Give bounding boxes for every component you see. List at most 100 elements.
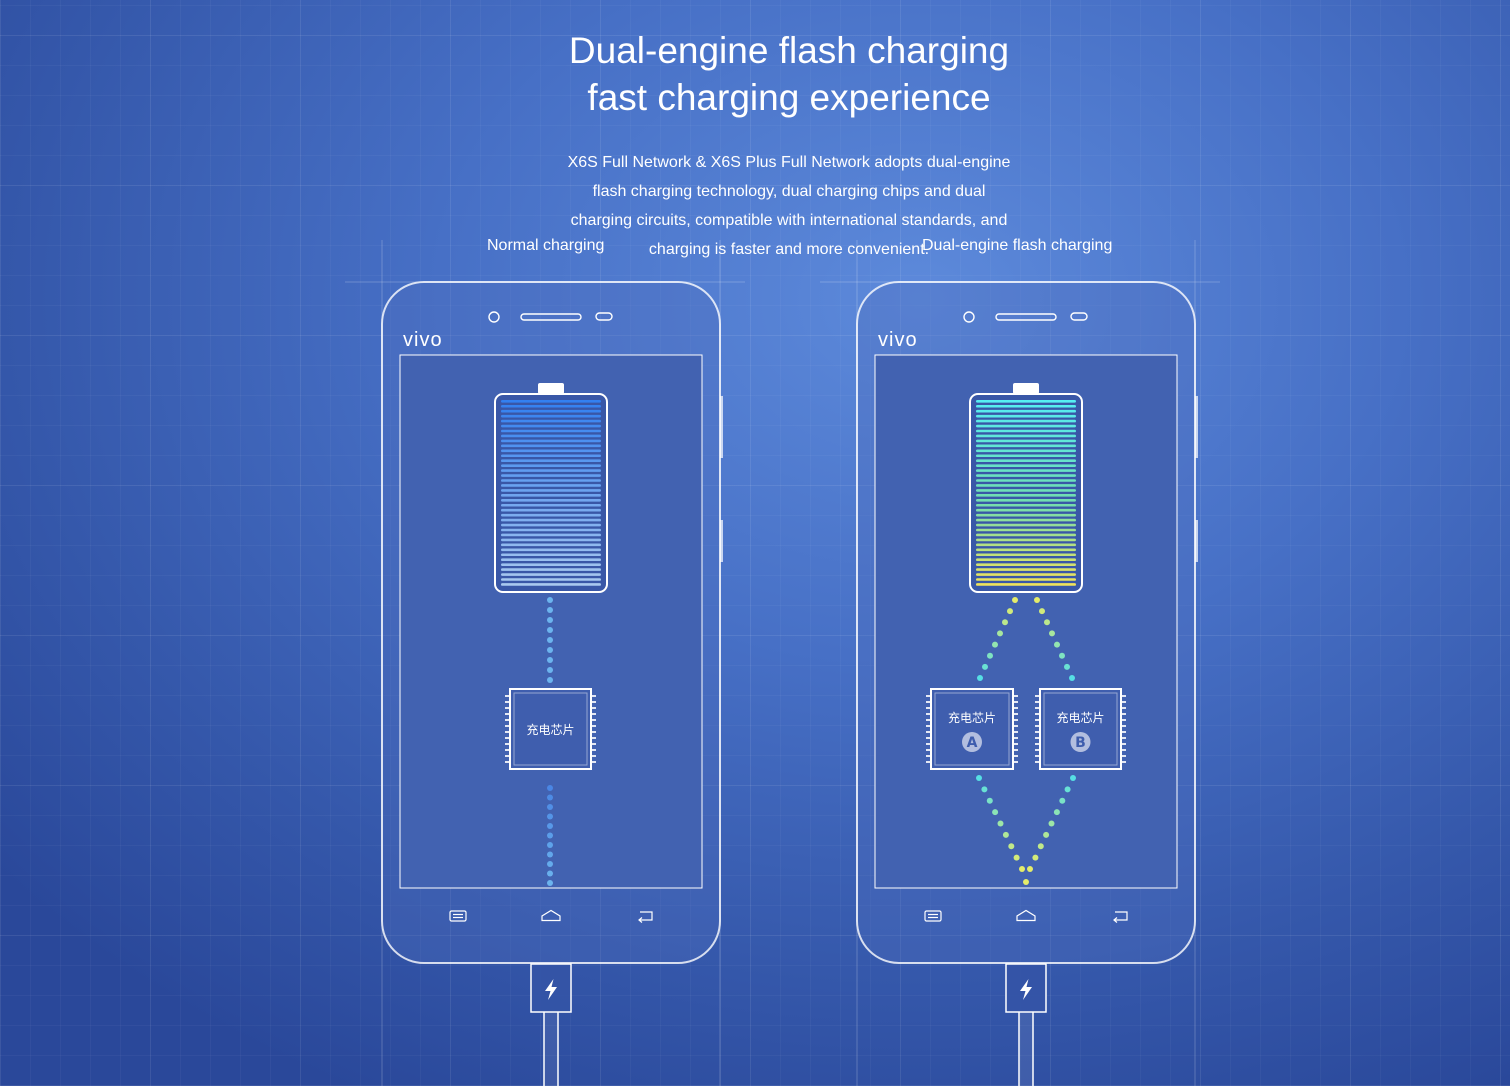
chip-badge-letter: B	[1075, 735, 1086, 751]
current-dot	[1019, 866, 1025, 872]
chip-pin	[505, 695, 510, 697]
brand-logo: vivo	[403, 329, 443, 351]
current-dot	[981, 786, 988, 793]
battery-stripe	[976, 508, 1076, 512]
chip-pin	[591, 749, 596, 751]
current-dot	[1012, 597, 1018, 603]
charging-current-path	[976, 597, 1076, 885]
back-key-icon	[1113, 911, 1128, 923]
phone-dual-engine-charging: vivo	[856, 281, 1198, 1086]
sensor-icon	[595, 312, 613, 321]
battery-stripe	[501, 439, 601, 443]
chip-pin	[1121, 707, 1126, 709]
current-dot	[547, 597, 553, 603]
chip-pin	[926, 761, 931, 763]
earpiece-icon	[520, 313, 582, 321]
chip-pin	[591, 701, 596, 703]
current-dot	[987, 652, 993, 659]
current-dot	[547, 794, 553, 801]
current-dot	[1044, 619, 1050, 626]
battery-stripe	[501, 404, 601, 408]
battery-stripe	[501, 494, 601, 497]
battery-stripe	[501, 444, 601, 448]
chip-pin	[591, 719, 596, 721]
current-dot	[1007, 608, 1013, 615]
current-dot	[982, 663, 988, 670]
battery-stripe	[501, 553, 601, 557]
charging-port	[1005, 963, 1047, 1086]
chip-pin	[591, 695, 596, 697]
current-dot	[547, 870, 553, 877]
battery-stripe	[976, 474, 1076, 477]
battery-stripe	[976, 499, 1076, 502]
current-dot	[547, 617, 553, 623]
back-key-icon	[638, 911, 653, 923]
current-dot	[547, 804, 553, 810]
charging-chip-b: 充电芯片 B	[1035, 688, 1126, 770]
current-dot	[547, 861, 553, 867]
chip-label: 充电芯片	[526, 722, 574, 737]
brand-logo: vivo	[878, 329, 918, 351]
battery-stripe	[976, 494, 1076, 497]
chip-pin	[505, 749, 510, 751]
current-dot	[1048, 820, 1055, 827]
battery-stripe	[976, 553, 1076, 557]
battery-stripe	[976, 578, 1076, 581]
current-dot	[997, 630, 1003, 637]
battery-normal	[494, 383, 608, 593]
chip-pin	[1121, 749, 1126, 751]
battery-stripe	[501, 474, 601, 477]
chip-pin	[1035, 743, 1040, 745]
charging-port	[530, 963, 572, 1086]
feature-description: X6S Full Network & X6S Plus Full Network…	[489, 148, 1089, 264]
lightning-icon	[545, 979, 557, 1000]
chip-pin	[591, 731, 596, 733]
battery-stripe	[501, 424, 601, 428]
battery-terminal	[1013, 383, 1039, 394]
battery-flash	[969, 383, 1083, 593]
current-dot	[547, 647, 553, 653]
current-dot	[547, 657, 553, 663]
battery-stripe	[976, 548, 1076, 552]
battery-stripe	[501, 533, 601, 537]
chip-body	[930, 688, 1014, 770]
chip-pin	[1013, 695, 1018, 697]
chip-badge	[962, 732, 982, 752]
battery-stripe	[501, 528, 601, 532]
charging-chip: 充电芯片	[505, 688, 596, 770]
camera-icon	[963, 311, 975, 323]
battery-stripe	[501, 518, 601, 522]
battery-stripe	[501, 573, 601, 576]
chip-pin	[505, 707, 510, 709]
chip-pin	[1035, 719, 1040, 721]
current-dot	[1049, 630, 1055, 637]
battery-stripe	[976, 439, 1076, 443]
battery-stripe	[976, 454, 1076, 458]
current-dot	[547, 880, 553, 886]
battery-stripe	[976, 558, 1076, 561]
current-dot	[1027, 866, 1033, 872]
current-dot	[547, 813, 553, 820]
chip-pin	[505, 743, 510, 745]
chip-pin	[591, 707, 596, 709]
chip-pin	[1121, 701, 1126, 703]
battery-stripe	[976, 538, 1076, 542]
battery-stripe	[501, 479, 601, 482]
current-dot	[986, 797, 993, 804]
current-dot	[1064, 663, 1070, 670]
battery-stripe	[976, 479, 1076, 482]
battery-stripe	[976, 543, 1076, 547]
chip-pin	[1121, 695, 1126, 697]
battery-stripe	[976, 484, 1076, 487]
menu-key-icon	[449, 910, 467, 922]
battery-stripe	[976, 419, 1076, 423]
chip-pin	[591, 713, 596, 715]
description-line: X6S Full Network & X6S Plus Full Network…	[567, 154, 1011, 171]
battery-stripe	[501, 578, 601, 581]
chip-pin	[591, 737, 596, 739]
battery-stripe	[501, 400, 601, 403]
current-dot	[1002, 831, 1009, 838]
current-dot	[547, 842, 553, 848]
chip-body	[1039, 688, 1122, 770]
lightning-icon	[1020, 979, 1032, 1000]
